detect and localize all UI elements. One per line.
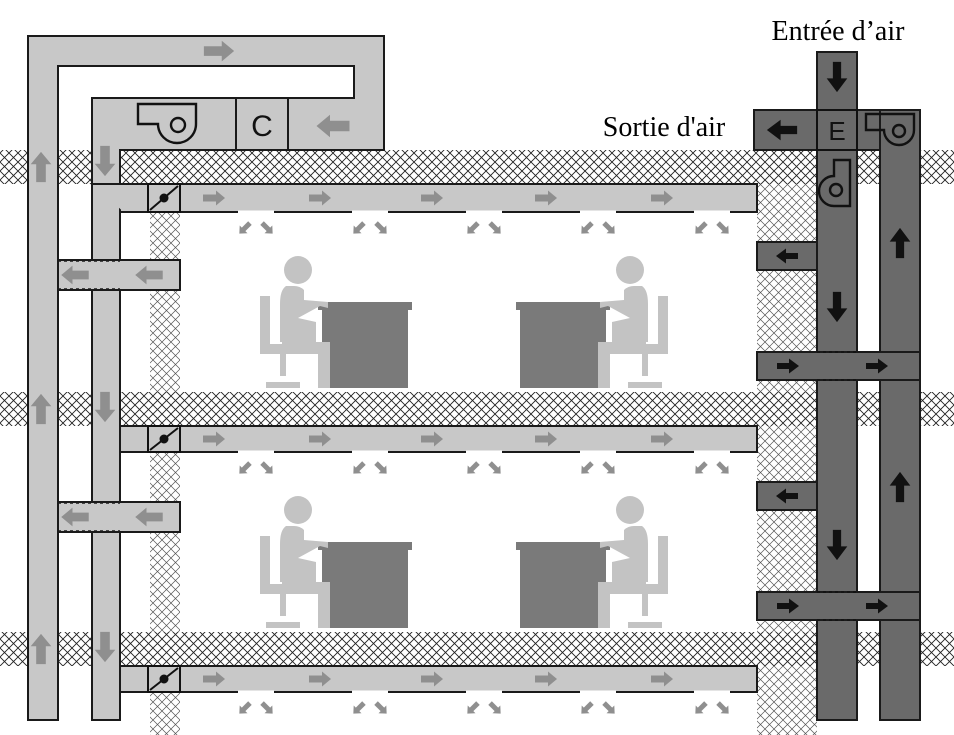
damper-icon bbox=[147, 183, 181, 213]
slab-top bbox=[0, 150, 954, 184]
fan-icon bbox=[136, 102, 198, 145]
spread-arrow bbox=[716, 221, 729, 234]
spread-arrow bbox=[467, 461, 480, 474]
spread-arrow bbox=[353, 461, 366, 474]
spread-arrow bbox=[488, 461, 501, 474]
wall-left-3 bbox=[150, 692, 180, 735]
conditioning-unit-group: C bbox=[136, 97, 289, 151]
heat-exchanger-group: E bbox=[816, 109, 916, 208]
spread-arrow bbox=[695, 221, 708, 234]
spread-arrow bbox=[467, 701, 480, 714]
spread-arrow bbox=[467, 221, 480, 234]
diffuser-spread-arrows bbox=[239, 221, 729, 714]
conditioning-unit-label: C bbox=[251, 110, 273, 143]
seated-person-icon bbox=[260, 256, 412, 388]
slab-middle bbox=[0, 392, 954, 426]
spread-arrow bbox=[374, 701, 387, 714]
wall-right-3 bbox=[757, 666, 817, 735]
damper-icon bbox=[147, 665, 181, 693]
air-inlet-label: Entrée d’air bbox=[772, 16, 906, 47]
spread-arrow bbox=[260, 701, 273, 714]
exhaust-vertical-duct bbox=[879, 109, 921, 721]
spread-arrow bbox=[374, 221, 387, 234]
spread-arrow bbox=[239, 461, 252, 474]
spread-arrow bbox=[260, 221, 273, 234]
spread-arrow bbox=[695, 701, 708, 714]
seated-person-icon bbox=[516, 496, 668, 628]
spread-arrow bbox=[353, 701, 366, 714]
dampers bbox=[147, 183, 181, 693]
floor-slabs bbox=[0, 150, 954, 666]
spread-arrow bbox=[260, 461, 273, 474]
desk-icon bbox=[520, 306, 606, 388]
spread-arrow bbox=[581, 461, 594, 474]
desk-icon bbox=[322, 546, 408, 628]
spread-arrow bbox=[581, 701, 594, 714]
spread-arrow bbox=[353, 221, 366, 234]
fan-icon bbox=[864, 112, 916, 147]
spread-arrow bbox=[716, 461, 729, 474]
desk-icon bbox=[322, 306, 408, 388]
occupants bbox=[260, 256, 668, 628]
conditioning-unit-box bbox=[235, 97, 289, 151]
spread-arrow bbox=[581, 221, 594, 234]
heat-exchanger-label: E bbox=[828, 116, 845, 146]
spread-arrow bbox=[239, 701, 252, 714]
damper-icon bbox=[147, 425, 181, 453]
wall-left-2 bbox=[150, 452, 180, 632]
spread-arrow bbox=[716, 701, 729, 714]
spread-arrow bbox=[239, 221, 252, 234]
seated-person-icon bbox=[516, 256, 668, 388]
heat-exchanger-box bbox=[816, 109, 858, 151]
spread-arrow bbox=[695, 461, 708, 474]
diffusers bbox=[238, 210, 730, 694]
spread-arrow bbox=[488, 701, 501, 714]
seated-person-icon bbox=[260, 496, 412, 628]
fan-icon bbox=[817, 158, 852, 208]
spread-arrow bbox=[374, 461, 387, 474]
spread-arrow bbox=[602, 701, 615, 714]
spread-arrow bbox=[602, 221, 615, 234]
spread-arrow bbox=[488, 221, 501, 234]
slab-bottom bbox=[0, 632, 954, 666]
air-outlet-label: Sortie d'air bbox=[603, 112, 726, 143]
wall-left-1 bbox=[150, 212, 180, 392]
spread-arrow bbox=[602, 461, 615, 474]
desk-icon bbox=[520, 546, 606, 628]
